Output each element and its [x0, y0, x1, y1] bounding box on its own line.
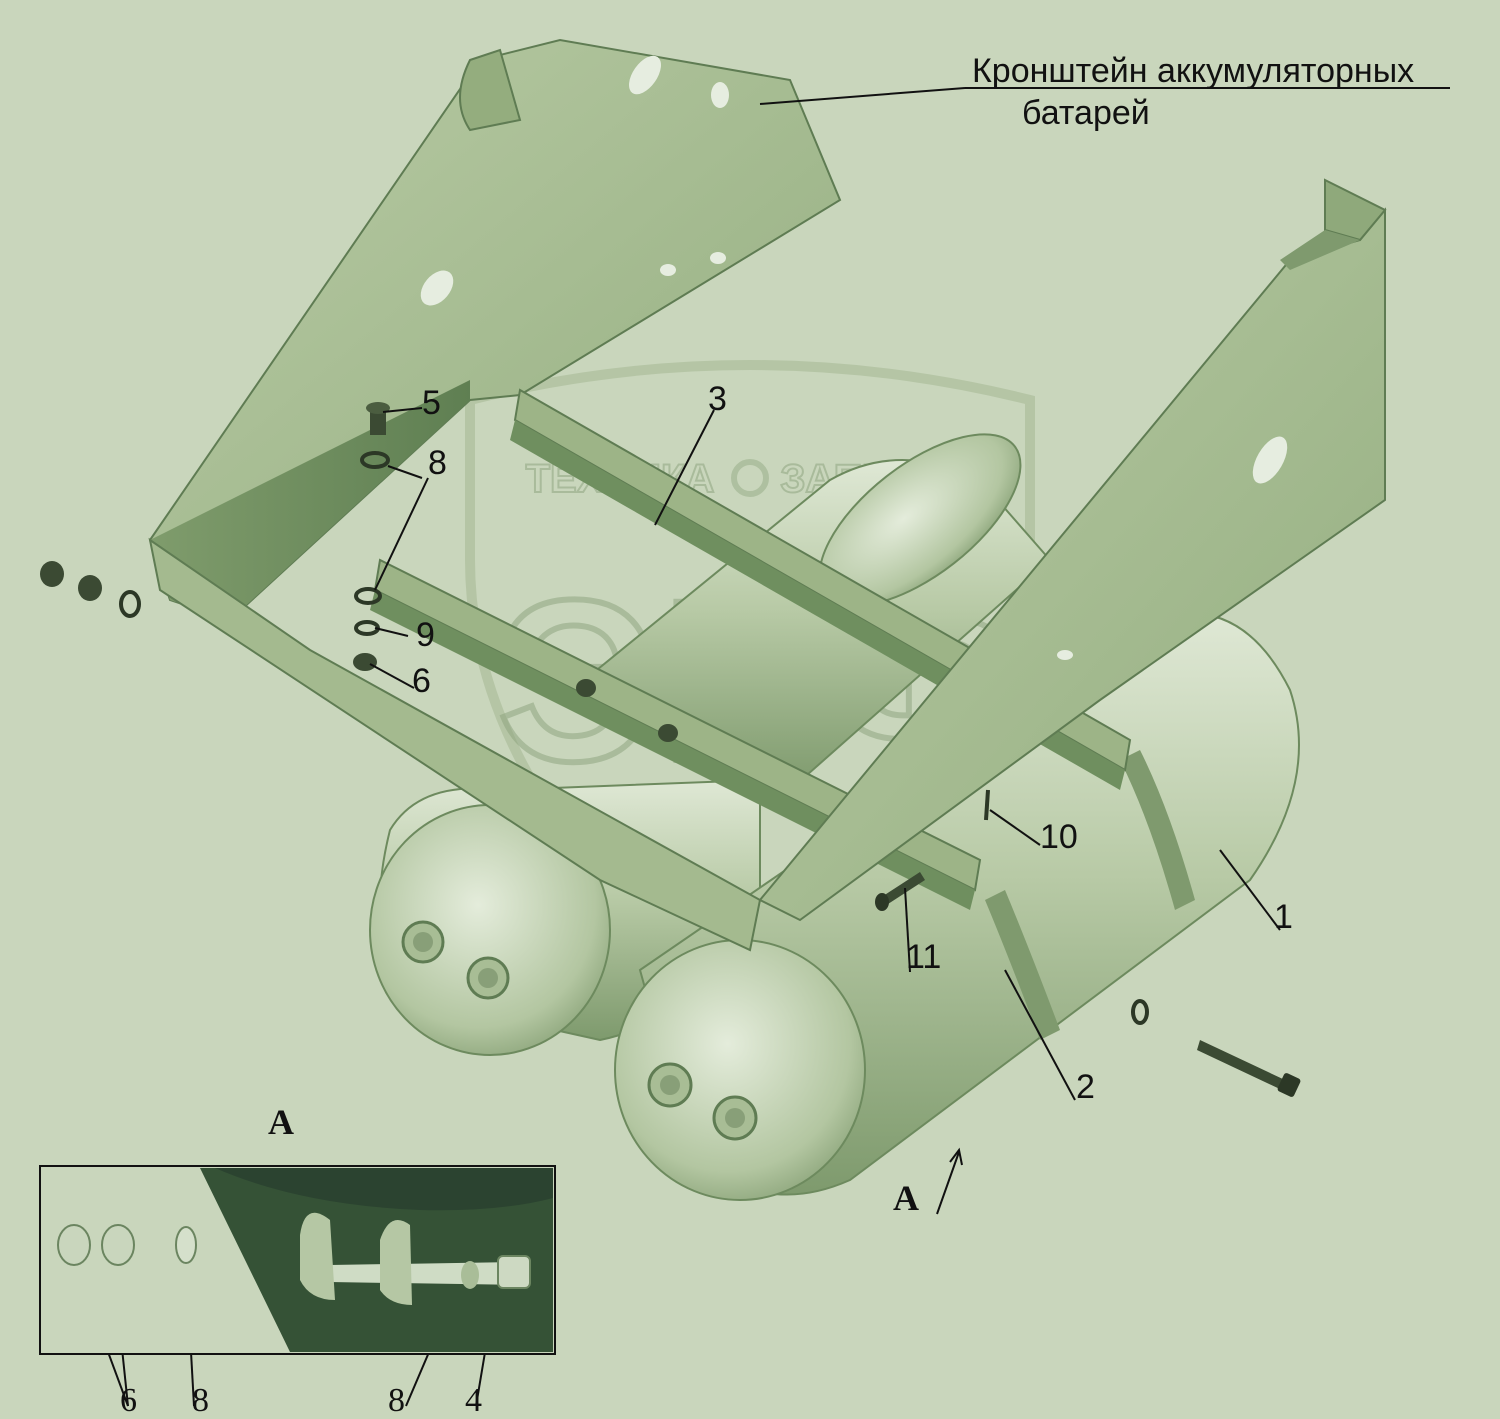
title-line-1: Кронштейн аккумуляторных [972, 52, 1415, 90]
bracket-right [758, 178, 1387, 922]
pin-10 [984, 789, 990, 821]
tank-upper [558, 433, 1052, 792]
washer-8-mid [354, 587, 382, 605]
callout-3: 3 [708, 380, 727, 418]
view-label: А [268, 1102, 294, 1142]
view-arrow [936, 1147, 963, 1215]
callout-11: 11 [906, 938, 942, 976]
washer-right [1131, 999, 1149, 1025]
callout-10: 10 [1040, 818, 1078, 856]
bolt-long-right [1197, 1040, 1301, 1097]
tank-left [369, 778, 761, 1056]
callout-5: 5 [422, 384, 441, 422]
strap [1120, 750, 1195, 910]
strap [985, 890, 1060, 1040]
inset-callout-8b: 8 [388, 1382, 405, 1419]
bracket-left [148, 38, 842, 952]
title-line-2: батарей [1022, 94, 1150, 132]
callout-2: 2 [1076, 1068, 1095, 1106]
loose-fasteners-left [40, 561, 141, 618]
inset-callout-4: 4 [465, 1382, 482, 1419]
bolt-11 [875, 872, 925, 911]
inset-callout-6: 6 [120, 1382, 137, 1419]
nut-6 [353, 653, 377, 671]
callout-6: 6 [412, 662, 431, 700]
callout-8: 8 [428, 444, 447, 482]
washer-9 [354, 620, 380, 636]
inset-callout-8a: 8 [192, 1382, 209, 1419]
callout-9: 9 [416, 616, 435, 654]
washer-8-top [360, 451, 390, 469]
gear-icon [731, 459, 769, 497]
callout-1: 1 [1274, 898, 1293, 936]
view-arrow-label: А [893, 1178, 919, 1218]
detail-inset [39, 1165, 556, 1355]
